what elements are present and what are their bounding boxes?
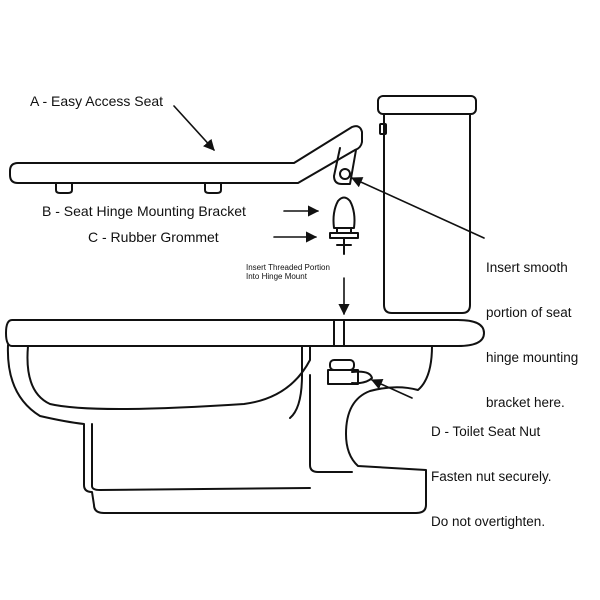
label-smooth-portion: Insert smooth portion of seat hinge moun… [486,230,578,440]
toilet-tank [377,95,477,314]
label-threaded-line-1: Insert Threaded Portion [246,263,330,272]
label-seat-nut: D - Toilet Seat Nut Fasten nut securely.… [431,394,552,559]
label-threaded: Insert Threaded Portion Into Hinge Mount [246,263,330,281]
label-smooth-line-1: Insert smooth [486,260,568,275]
label-threaded-line-2: Into Hinge Mount [246,272,307,281]
label-grommet: C - Rubber Grommet [88,229,219,245]
leader-arrows [173,105,485,399]
label-nut-line-3: Do not overtighten. [431,514,546,529]
label-nut-line-2: Fasten nut securely. [431,469,552,484]
label-nut-line-1: D - Toilet Seat Nut [431,424,541,439]
toilet-seat-nut [327,359,373,385]
hinge-bracket-and-grommet [329,196,359,255]
label-smooth-line-3: hinge mounting [486,350,579,365]
easy-access-seat [9,125,363,194]
label-smooth-line-2: portion of seat [486,305,572,320]
label-seat: A - Easy Access Seat [30,93,164,109]
label-bracket: B - Seat Hinge Mounting Bracket [42,203,246,219]
label-smooth-line-4: bracket here. [486,395,565,410]
toilet-bowl [5,319,485,514]
